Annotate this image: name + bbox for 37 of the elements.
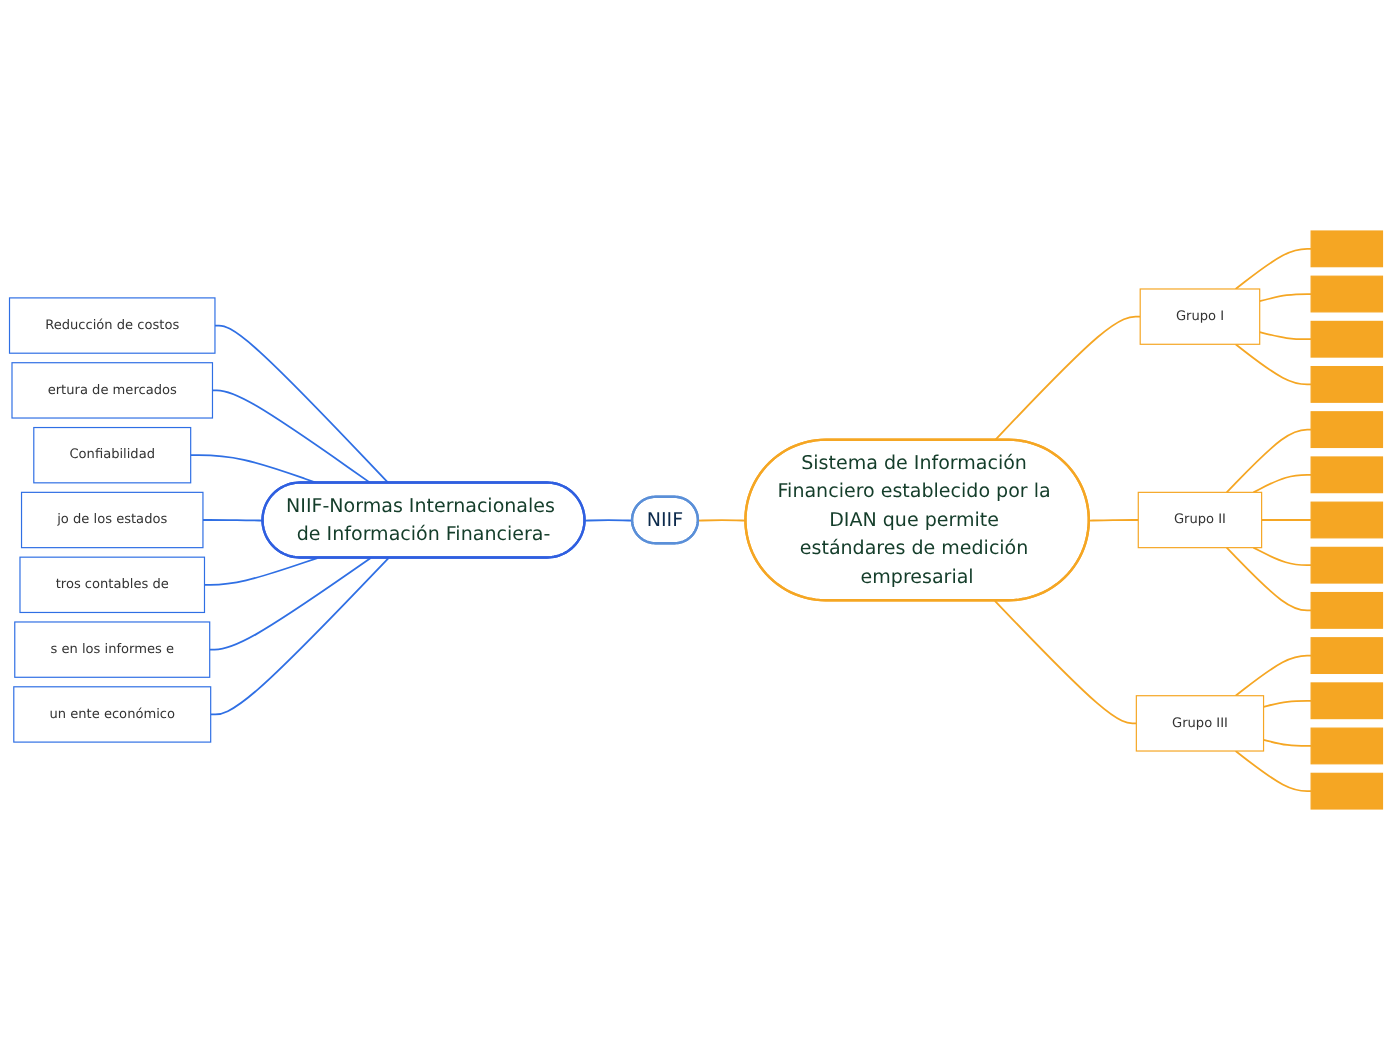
node-bar: [1310, 411, 1384, 449]
connector: [211, 389, 372, 484]
node-bar: [1310, 546, 1384, 584]
connector: [1260, 519, 1313, 521]
connector: [993, 600, 1138, 725]
connector: [1252, 546, 1313, 567]
node-bar: [1310, 682, 1384, 720]
connector: [697, 519, 747, 522]
node-bar: [1310, 637, 1384, 674]
connector: [208, 557, 372, 651]
node-bar: [1310, 727, 1384, 765]
connector: [1225, 428, 1313, 494]
connector: [1234, 750, 1313, 793]
node-bar: [1310, 366, 1384, 403]
connector: [1258, 293, 1313, 303]
connector: [584, 519, 634, 522]
node-bar: [1310, 320, 1384, 358]
connector: [1262, 699, 1313, 708]
connector: [1252, 473, 1313, 494]
connector: [1225, 546, 1313, 612]
connector: [203, 557, 319, 586]
connector: [1088, 519, 1140, 522]
connector: [214, 324, 390, 484]
connector: [1262, 738, 1313, 747]
connector: [1258, 331, 1313, 341]
connector: [209, 557, 390, 716]
node-bar: [1310, 456, 1384, 494]
node-bar: [1310, 501, 1384, 539]
connector: [1234, 343, 1313, 386]
node-bar: [1310, 230, 1384, 268]
node-bar: [1310, 772, 1384, 810]
node-bar: [1310, 275, 1384, 313]
connector: [1234, 247, 1313, 290]
node-bar: [1310, 591, 1384, 629]
connector: [202, 519, 264, 522]
connector: [993, 315, 1142, 442]
connector: [1234, 654, 1313, 697]
